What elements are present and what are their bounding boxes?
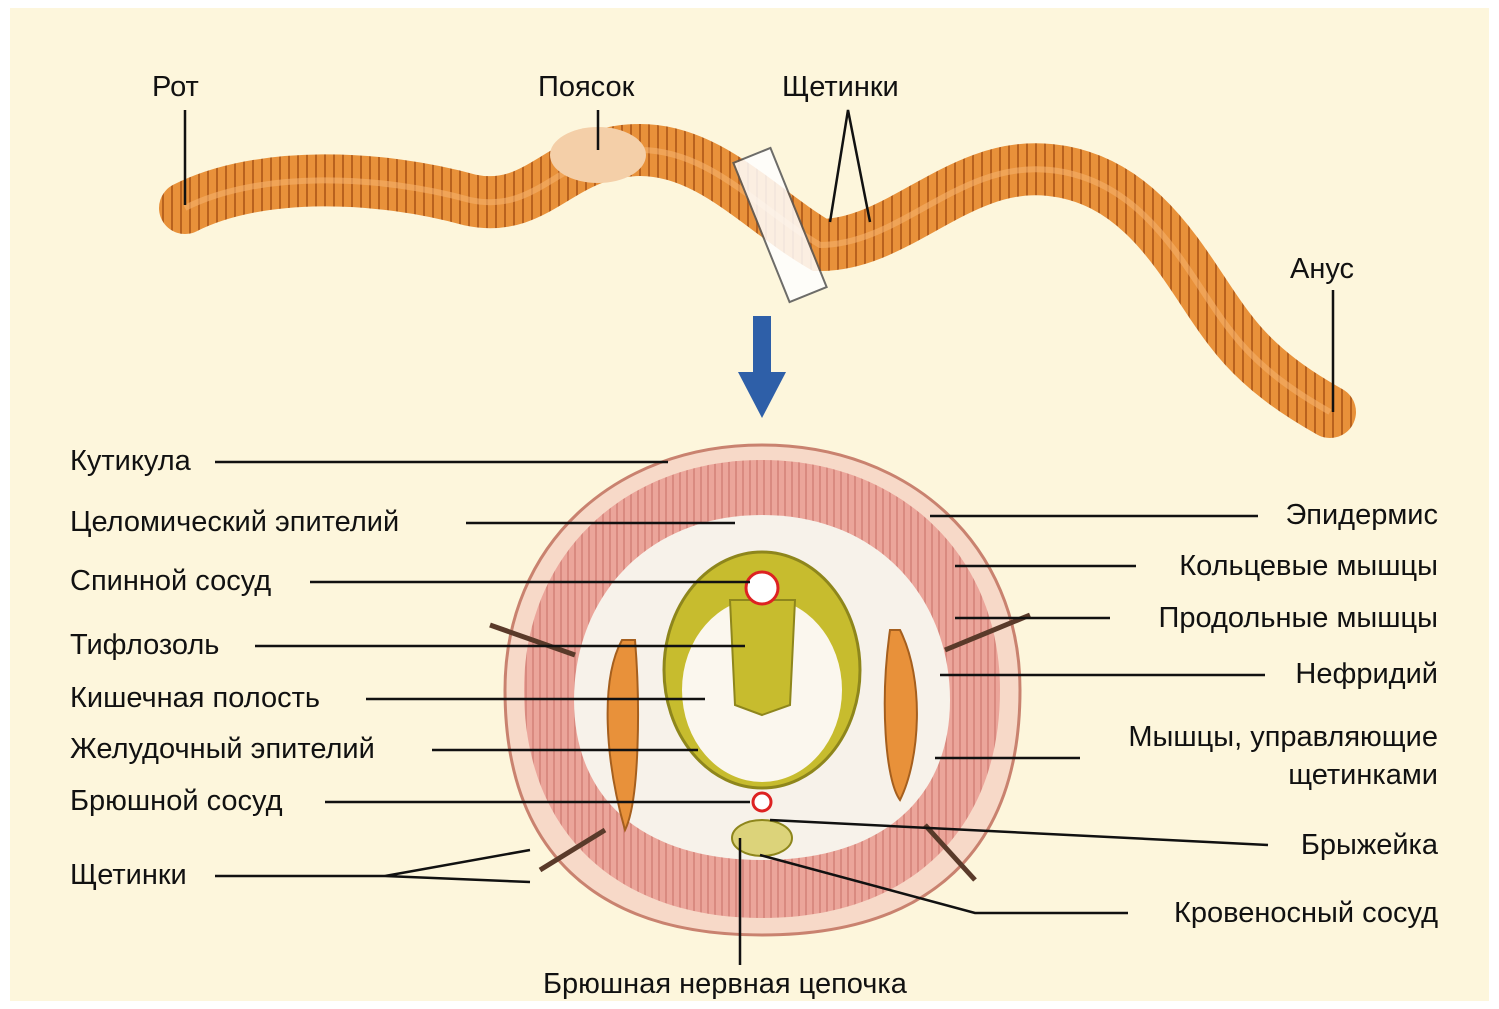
label-ventral-vessel: Брюшной сосуд (70, 784, 283, 818)
label-setae-muscles-line2: щетинками (1288, 758, 1438, 792)
label-circular-muscles: Кольцевые мышцы (1179, 549, 1438, 583)
dorsal-vessel (746, 572, 778, 604)
label-typhlosole: Тифлозоль (70, 628, 219, 662)
label-mesentery: Брыжейка (1301, 828, 1438, 862)
ventral-vessel (753, 793, 771, 811)
label-gut-cavity: Кишечная полость (70, 681, 320, 715)
cross-section (490, 445, 1030, 935)
label-epidermis: Эпидермис (1285, 498, 1438, 532)
label-setae-muscles-line1: Мышцы, управляющие (1128, 720, 1438, 754)
label-anus: Анус (1290, 252, 1354, 286)
label-setae-section: Щетинки (70, 858, 187, 892)
label-setae-worm: Щетинки (782, 70, 899, 104)
down-arrow-icon (738, 316, 786, 418)
label-dorsal-vessel: Спинной сосуд (70, 564, 271, 598)
label-coelomic-epithelium: Целомический эпителий (70, 505, 399, 539)
label-nerve-cord: Брюшная нервная цепочка (543, 967, 907, 1001)
label-mouth: Рот (152, 70, 199, 104)
label-longitudinal-muscles: Продольные мышцы (1159, 601, 1438, 635)
label-nephridium: Нефридий (1295, 657, 1438, 691)
label-gastric-epithelium: Желудочный эпителий (70, 732, 375, 766)
typhlosole (730, 600, 795, 715)
label-cuticle: Кутикула (70, 444, 191, 478)
label-clitellum: Поясок (538, 70, 634, 104)
label-blood-vessel: Кровеносный сосуд (1174, 896, 1438, 930)
